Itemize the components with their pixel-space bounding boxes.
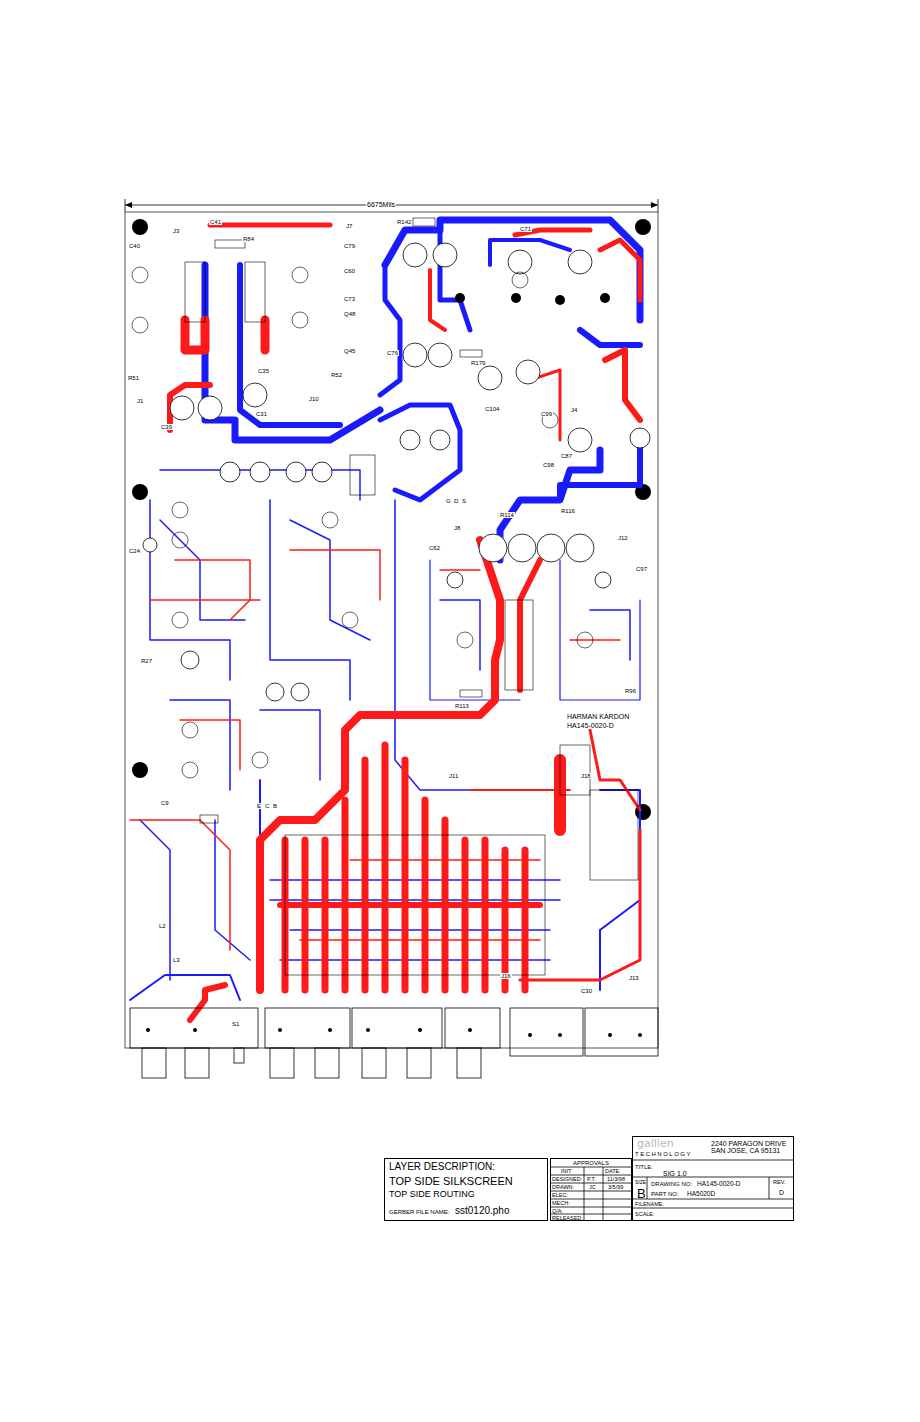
title-block-text: DESIGNED: xyxy=(552,1177,582,1183)
silkscreen-label: J7 xyxy=(345,223,353,229)
silkscreen-label: C73 xyxy=(343,296,356,302)
silkscreen-label: HARMAN KARDON xyxy=(566,713,630,720)
silkscreen-label: J8 xyxy=(453,525,461,531)
title-block-text: FILENAME: xyxy=(635,1202,664,1208)
silkscreen-label: C24 xyxy=(128,548,141,554)
title-block-text: GERBER FILE NAME: xyxy=(389,1209,449,1215)
silkscreen-label: E xyxy=(256,803,262,809)
title-block-text: gallien xyxy=(637,1138,674,1150)
silkscreen-label: C41 xyxy=(209,219,222,225)
title-block-text: INIT xyxy=(561,1169,571,1175)
silkscreen-label: J16 xyxy=(500,973,512,979)
title-block-text: DATE xyxy=(605,1169,619,1175)
silkscreen-label: C60 xyxy=(343,268,356,274)
silkscreen-label: R27 xyxy=(140,658,153,664)
title-block-text: SIG 1.0 xyxy=(663,1170,687,1177)
title-block-text: TOP SIDE SILKSCREEN xyxy=(389,1176,513,1188)
silkscreen-label: R113 xyxy=(454,703,470,709)
title-block-cell: gallienTECHNOLOGY 2240 PARAGON DRIVE SAN … xyxy=(632,1136,794,1221)
title-block-text: PART NO: xyxy=(651,1191,679,1197)
silkscreen-label: R84 xyxy=(242,236,255,242)
title-block-cell: LAYER DESCRIPTION: TOP SIDE SILKSCREEN TOP… xyxy=(384,1158,548,1221)
title-block-text: DRAWING NO: xyxy=(651,1181,692,1187)
title-block-text: JC xyxy=(589,1185,596,1191)
silkscreen-label: C31 xyxy=(255,411,268,417)
silkscreen-label: C98 xyxy=(542,462,555,468)
title-block-text: MECH: xyxy=(552,1201,570,1207)
silkscreen-label: L2 xyxy=(158,923,167,929)
title-block-cell: APPROVALSINIT DATE DESIGNED: P.T. 11/3/98DRA… xyxy=(550,1158,632,1221)
silkscreen-label: G xyxy=(445,498,452,504)
silkscreen-label: C79 xyxy=(343,243,356,249)
silkscreen-label: S1 xyxy=(231,1021,240,1027)
silkscreen-label: C87 xyxy=(560,453,573,459)
silkscreen-label: 6675Mils xyxy=(366,201,396,208)
title-block-text: 11/3/98 xyxy=(607,1177,625,1183)
title-block-text: SCALE: xyxy=(635,1212,655,1218)
silkscreen-label: C35 xyxy=(257,368,270,374)
silkscreen-label: HA145-0020-D xyxy=(566,722,615,729)
silkscreen-label: C104 xyxy=(484,406,500,412)
title-block-text: sst0120.pho xyxy=(455,1206,510,1217)
silkscreen-label: C30 xyxy=(580,988,593,994)
silkscreen-label: R96 xyxy=(624,688,637,694)
silkscreen-label: L3 xyxy=(172,957,181,963)
silkscreen-label: R114 xyxy=(499,512,515,518)
title-block-text: 3/5/99 xyxy=(608,1185,623,1191)
title-block-text: TOP SIDE ROUTING xyxy=(389,1190,475,1199)
silkscreen-label: R142 xyxy=(396,219,412,225)
silkscreen-label: J13 xyxy=(628,975,640,981)
silkscreen-label: C76 xyxy=(386,350,399,356)
silkscreen-label: R52 xyxy=(330,372,343,378)
silkscreen-label: R179 xyxy=(470,360,486,366)
silkscreen-label: C71 xyxy=(519,226,532,232)
title-block-text: DRAWN: xyxy=(552,1185,574,1191)
title-block-text: HA145-0020-D xyxy=(697,1181,740,1188)
silkscreen-label: C62 xyxy=(428,545,441,551)
silkscreen-label: D xyxy=(453,498,459,504)
silkscreen-label: J1 xyxy=(136,398,144,404)
silkscreen-label: J3 xyxy=(172,228,180,234)
silkscreen-label: C9 xyxy=(160,800,170,806)
silkscreen-label: R51 xyxy=(127,375,140,381)
title-block-text: REV. xyxy=(773,1180,785,1186)
silkscreen-label: R116 xyxy=(560,508,576,514)
title-block-text: HA5020D xyxy=(687,1191,715,1198)
silkscreen-label: C99 xyxy=(540,411,553,417)
title-block-text: B xyxy=(637,1187,646,1201)
silkscreen-label: S xyxy=(461,498,467,504)
silkscreen-label: C39 xyxy=(160,424,173,430)
silkscreen-label: C xyxy=(264,803,270,809)
silkscreen-label: J18 xyxy=(580,773,592,779)
silkscreen-label: B xyxy=(272,803,278,809)
silkscreen-label: J10 xyxy=(308,396,320,402)
silkscreen-label: Q45 xyxy=(343,348,356,354)
title-block-text: 2240 PARAGON DRIVE SAN JOSE, CA 95131 xyxy=(711,1140,791,1155)
title-block-text: SIZE xyxy=(635,1180,646,1185)
silkscreen-label: C40 xyxy=(128,243,141,249)
title-block-text: D xyxy=(779,1189,784,1196)
silkscreen-label: J4 xyxy=(570,407,578,413)
silkscreen-label: J12 xyxy=(617,535,629,541)
title-block-text: P.T. xyxy=(587,1177,596,1183)
silkscreen-label: J11 xyxy=(448,773,459,779)
title-block-text: RELEASED: xyxy=(552,1216,583,1222)
title-block-text: Q/A: xyxy=(552,1209,563,1215)
title-block-text: TECHNOLOGY xyxy=(635,1151,692,1157)
title-block-text: ELEC: xyxy=(552,1193,568,1199)
title-block-text: LAYER DESCRIPTION: xyxy=(389,1162,495,1173)
silkscreen-label: C97 xyxy=(635,566,648,572)
title-block-text: TITLE: xyxy=(635,1164,653,1170)
silkscreen-label: Q48 xyxy=(343,311,356,317)
title-block-text: APPROVALS xyxy=(573,1160,609,1166)
